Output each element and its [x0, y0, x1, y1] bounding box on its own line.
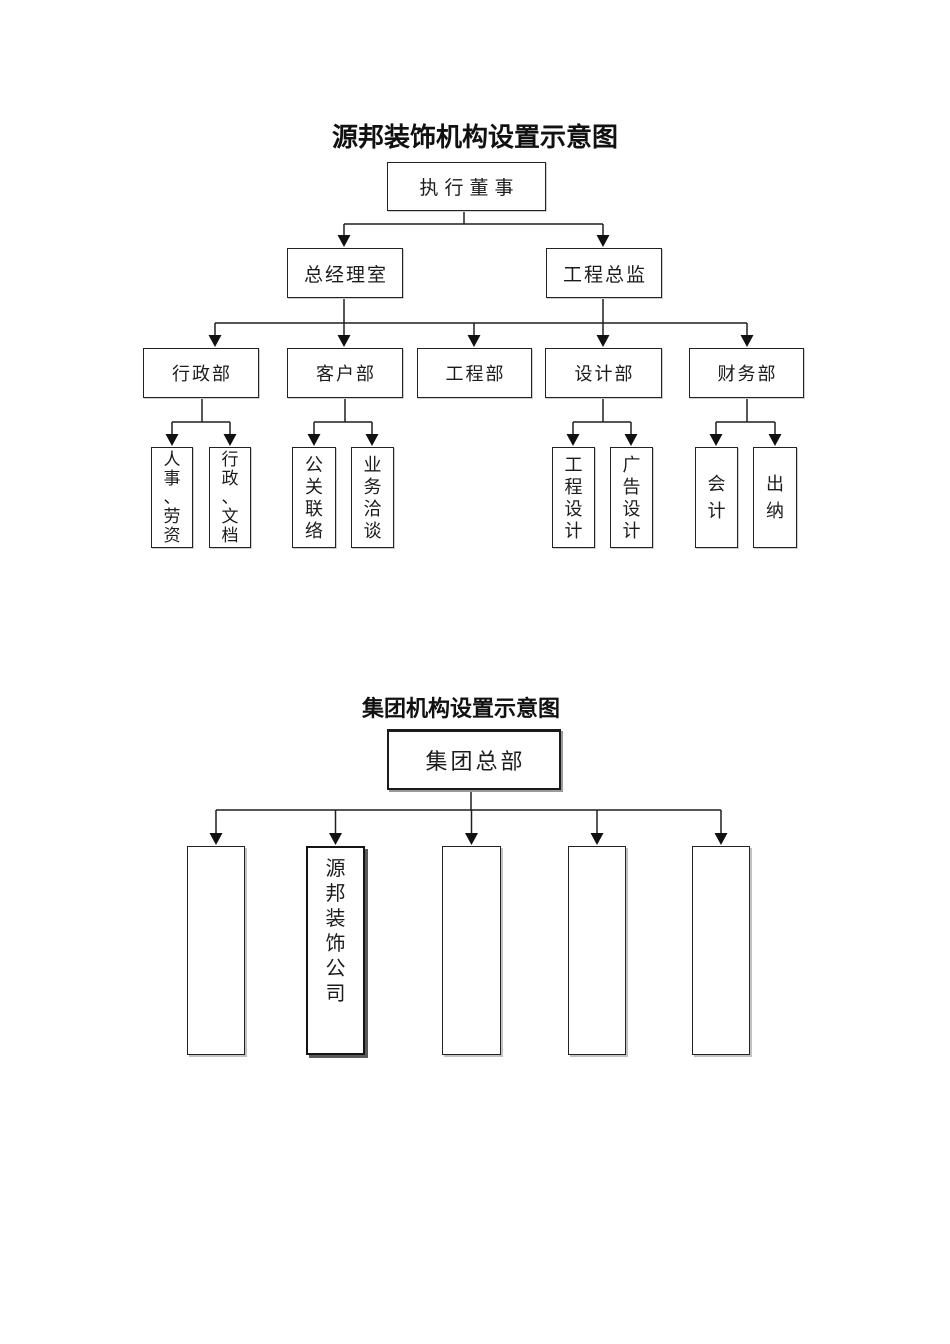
- chart1-pr-liaison-box: 公 关 联 络: [292, 447, 336, 548]
- chart1-pr-liaison-label: 公 关 联 络: [305, 455, 323, 542]
- chart1-ad-design-box: 广 告 设 计: [610, 447, 653, 548]
- chart2-subsidiary-box-3: [442, 846, 501, 1055]
- chart1-client-dept-box: 客户部: [287, 348, 403, 398]
- chart2-hq-box: 集团总部: [387, 729, 561, 790]
- chart1-admin-dept-box: 行政部: [143, 348, 259, 398]
- chart2-yuanbang-decoration-box: 源 邦 装 饰 公 司: [306, 846, 365, 1055]
- chart1-client-dept-label: 客户部: [316, 364, 376, 385]
- chart1-admin-docs-label: 行 政 、 文 档: [221, 450, 239, 547]
- chart2-hq-label: 集团总部: [425, 750, 526, 775]
- chart1-ad-design-label: 广 告 设 计: [622, 455, 641, 542]
- chart1-business-negotiation-box: 业 务 洽 谈: [351, 447, 394, 548]
- chart2-yuanbang-decoration-label: 源 邦 装 饰 公 司: [325, 856, 346, 1005]
- chart1-design-dept-label: 设计部: [574, 364, 635, 385]
- chart1-engineering-design-label: 工 程 设 计: [564, 455, 583, 542]
- chart1-cashier-box: 出 纳: [753, 447, 797, 548]
- chart1-engineering-dept-box: 工程部: [417, 348, 532, 398]
- chart2-subsidiary-box-1: [187, 846, 245, 1055]
- chart2-subsidiary-box-4: [568, 846, 626, 1055]
- chart1-cashier-label: 出 纳: [766, 473, 784, 522]
- chart1-accounting-label: 会 计: [707, 473, 726, 522]
- chart1-chief-engineer-label: 工程总监: [562, 263, 647, 286]
- chart1-admin-dept-label: 行政部: [172, 364, 232, 385]
- chart1-business-negotiation-label: 业 务 洽 谈: [363, 455, 382, 542]
- chart1-admin-docs-box: 行 政 、 文 档: [209, 447, 251, 548]
- chart1-accounting-box: 会 计: [695, 447, 738, 548]
- chart1-root-label: 执行董事: [419, 177, 520, 199]
- chart1-engineering-design-box: 工 程 设 计: [552, 447, 595, 548]
- chart1-gm-office-box: 总经理室: [287, 248, 403, 298]
- chart1-title: 源邦装饰机构设置示意图: [331, 123, 618, 153]
- chart1-finance-dept-box: 财务部: [689, 348, 804, 398]
- chart1-hr-payroll-label: 人 事 、 劳 资: [163, 450, 181, 547]
- chart1-finance-dept-label: 财务部: [717, 364, 778, 385]
- chart1-engineering-dept-label: 工程部: [445, 364, 506, 385]
- chart2-title: 集团机构设置示意图: [361, 696, 560, 722]
- chart1-root-box: 执行董事: [387, 162, 546, 211]
- chart1-gm-office-label: 总经理室: [303, 263, 388, 286]
- chart2-subsidiary-box-5: [692, 846, 750, 1055]
- chart1-hr-payroll-box: 人 事 、 劳 资: [151, 447, 193, 548]
- chart1-chief-engineer-box: 工程总监: [546, 248, 662, 298]
- chart1-design-dept-box: 设计部: [545, 348, 662, 398]
